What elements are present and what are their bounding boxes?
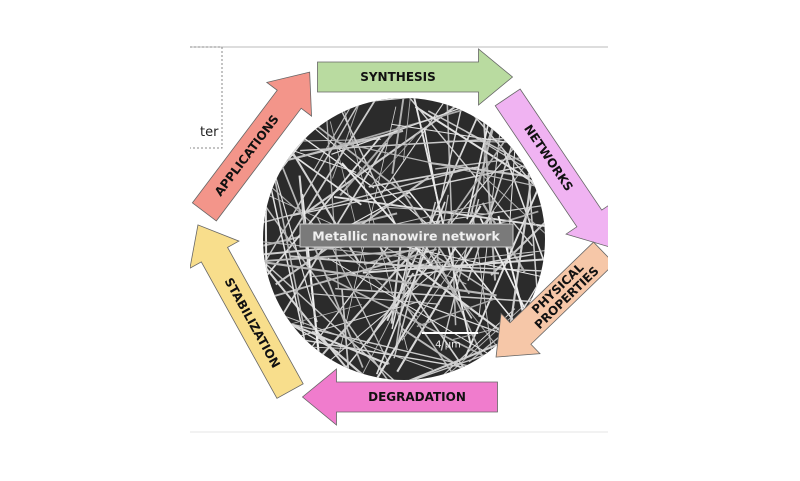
nanowire (290, 255, 500, 275)
arrow-synthesis: SYNTHESIS (317, 48, 514, 106)
nanowire (339, 124, 401, 197)
nanowire (436, 258, 516, 380)
nanowire (278, 159, 364, 368)
nanowire (271, 167, 305, 325)
nanowire (285, 98, 426, 244)
nanowire (369, 127, 424, 188)
nanowire (365, 272, 415, 345)
nanowire (466, 98, 505, 220)
nanowire (333, 98, 408, 351)
arrow-synthesis-label: SYNTHESIS (360, 70, 436, 84)
nanowire (333, 195, 545, 239)
nanowire (464, 98, 545, 358)
nanowire (435, 147, 545, 170)
nanowire (417, 198, 545, 225)
arrow-degradation-label: DEGRADATION (368, 390, 466, 404)
nanowire (440, 98, 470, 197)
nanowire (310, 293, 440, 305)
nanowire (263, 229, 433, 261)
nanowire (299, 98, 397, 225)
nanowire (471, 207, 506, 380)
nanowire (407, 98, 472, 344)
nanowire (475, 168, 545, 237)
nanowire (274, 172, 318, 323)
nanowire (263, 166, 474, 237)
nanowire (263, 315, 504, 375)
nanowire (362, 253, 545, 274)
arrow-degradation: DEGRADATION (301, 368, 498, 426)
nanowire (383, 206, 489, 215)
nanowire (403, 98, 416, 161)
nanowire (406, 306, 454, 375)
nanowire (468, 362, 545, 377)
nanowire (300, 136, 520, 152)
nanowire (263, 259, 497, 297)
nanowire (335, 287, 537, 303)
arrow-physical-properties-shape (495, 241, 608, 358)
arrow-synthesis-shape (317, 48, 514, 106)
nanowire (263, 248, 437, 329)
center-label: Metallic nanowire network (299, 223, 514, 248)
nanowire (448, 286, 545, 375)
center-label-text: Metallic nanowire network (312, 229, 500, 244)
nanowire (494, 183, 532, 380)
arrow-applications-label: APPLICATIONS (212, 112, 282, 198)
nanowire (503, 152, 545, 318)
arrow-networks-shape (494, 88, 608, 248)
nanowire (407, 253, 534, 278)
nanowire (336, 141, 545, 195)
nanowire (263, 249, 417, 263)
nanowire (277, 300, 422, 344)
nanowire (391, 98, 413, 174)
nanowire (406, 246, 545, 303)
arrow-applications-shape (191, 71, 312, 222)
nanowire (368, 166, 480, 188)
partial-text: ter (200, 125, 219, 140)
nanowire (416, 298, 495, 328)
dashed-inset-box: ter (190, 46, 223, 149)
nanowire (408, 238, 491, 293)
nanowire (263, 253, 446, 380)
nanowire (263, 98, 268, 334)
nanowire (263, 197, 410, 380)
nanowire (341, 288, 353, 380)
arrow-degradation-shape (301, 368, 498, 426)
nanowire (264, 263, 444, 380)
nanowire (310, 247, 545, 278)
nanowire (263, 137, 381, 282)
nanowire (347, 279, 412, 380)
arrow-stabilization-shape (190, 224, 304, 399)
nanowire (386, 98, 510, 322)
nanowire (341, 162, 433, 267)
nanowire (263, 98, 427, 224)
scale-bar: 4 µm (422, 332, 478, 351)
scale-bar-text: 4 µm (435, 340, 461, 351)
